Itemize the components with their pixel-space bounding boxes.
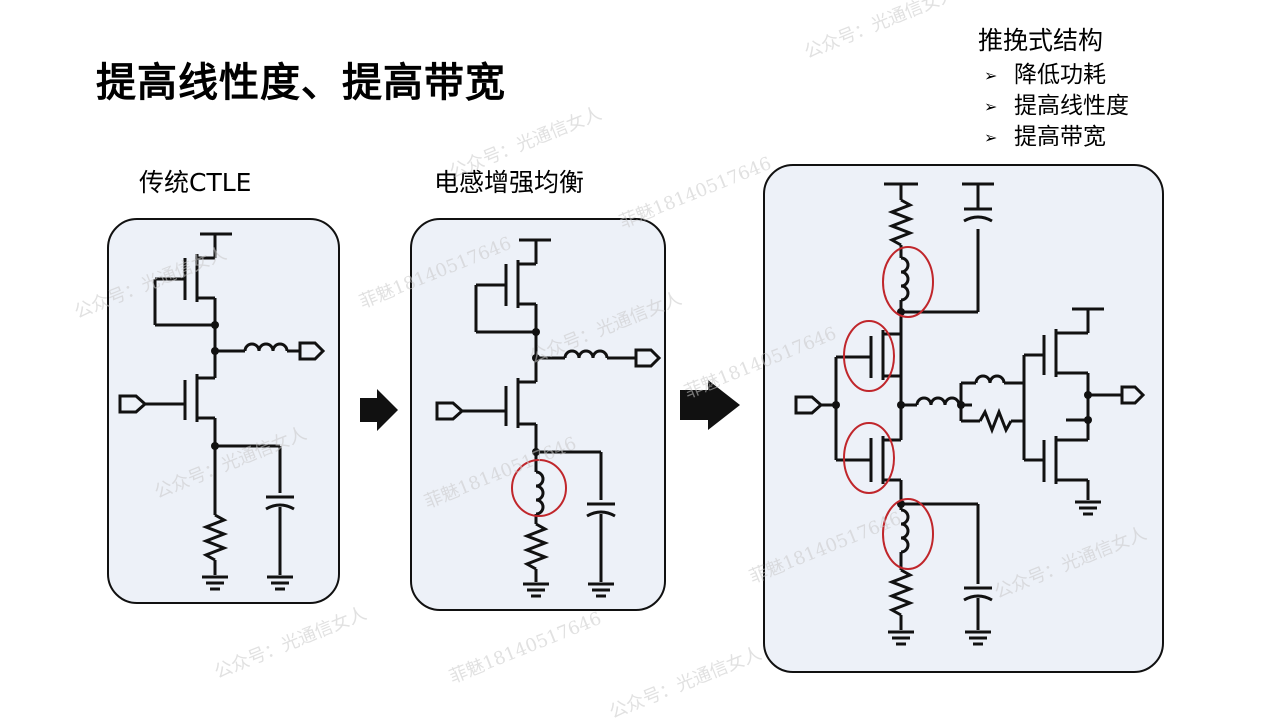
push-pull-notes: 推挽式结构 ➢ 降低功耗 ➢ 提高线性度 ➢ 提高带宽 — [978, 22, 1129, 153]
list-item: ➢ 降低功耗 — [984, 60, 1129, 91]
arrow-bullet-icon: ➢ — [984, 66, 998, 85]
inductive-equalizer-label: 电感增强均衡 — [434, 168, 585, 197]
push-pull-circuit — [794, 182, 1146, 630]
list-item: ➢ 提高带宽 — [984, 122, 1129, 153]
list-item: ➢ 提高线性度 — [984, 91, 1129, 122]
highlight-circle — [882, 498, 934, 570]
push-pull-panel — [763, 164, 1164, 673]
right-arrow-icon — [360, 389, 398, 431]
highlight-circle — [511, 459, 567, 517]
highlight-circle — [843, 422, 895, 494]
right-arrow-icon — [680, 380, 740, 430]
highlight-circle — [882, 246, 934, 318]
list-item-text: 提高线性度 — [1014, 93, 1129, 119]
list-item-text: 提高带宽 — [1014, 124, 1106, 150]
highlight-circle — [843, 320, 895, 392]
slide-title: 提高线性度、提高带宽 — [96, 60, 506, 106]
arrow-bullet-icon: ➢ — [984, 97, 998, 116]
push-pull-heading: 推挽式结构 — [978, 26, 1104, 55]
list-item-text: 降低功耗 — [1014, 62, 1106, 88]
inductive-circuit — [435, 238, 662, 582]
push-pull-list: ➢ 降低功耗 ➢ 提高线性度 ➢ 提高带宽 — [978, 60, 1129, 153]
ctle-label: 传统CTLE — [139, 168, 252, 197]
ctle-panel — [107, 218, 340, 604]
arrow-bullet-icon: ➢ — [984, 128, 998, 147]
